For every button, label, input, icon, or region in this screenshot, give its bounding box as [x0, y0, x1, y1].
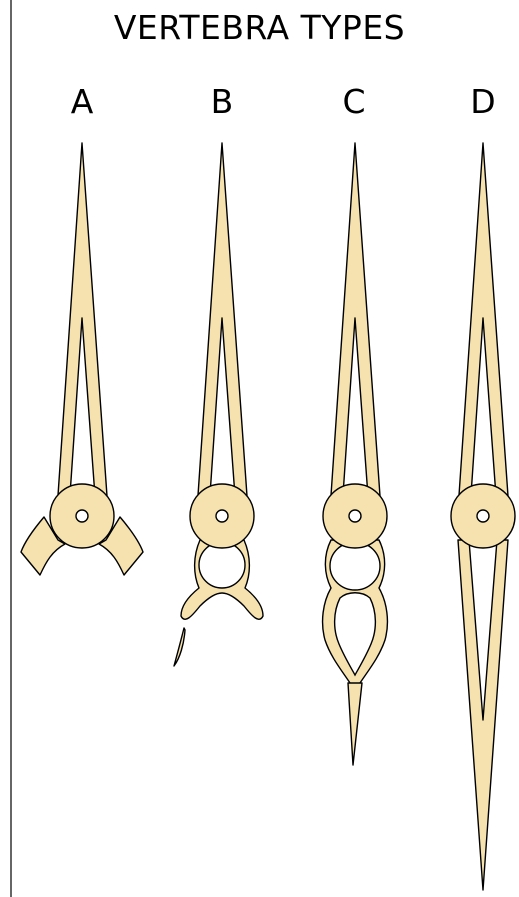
vertebra-b-detached-spine: [174, 628, 185, 666]
vertebra-c-notochord: [349, 510, 361, 522]
vertebra-a-notochord: [76, 510, 88, 522]
vertebra-c: [323, 143, 388, 765]
vertebra-c-haemal-canal: [330, 542, 380, 590]
vertebra-a-neural-spine: [57, 143, 108, 510]
vertebra-d-notochord: [477, 510, 489, 522]
vertebra-c-neural-spine: [330, 143, 381, 510]
vertebra-d: [451, 143, 515, 890]
vertebra-b-notochord: [216, 510, 228, 522]
vertebra-b-haemal-canal: [199, 542, 245, 588]
vertebra-c-haemal-spine: [348, 683, 362, 765]
vertebra-b: [174, 143, 263, 666]
vertebra-d-neural-spine: [458, 143, 509, 510]
vertebra-a: [21, 143, 143, 575]
vertebra-d-haemal-spine: [458, 540, 508, 890]
vertebra-b-neural-spine: [197, 143, 248, 510]
